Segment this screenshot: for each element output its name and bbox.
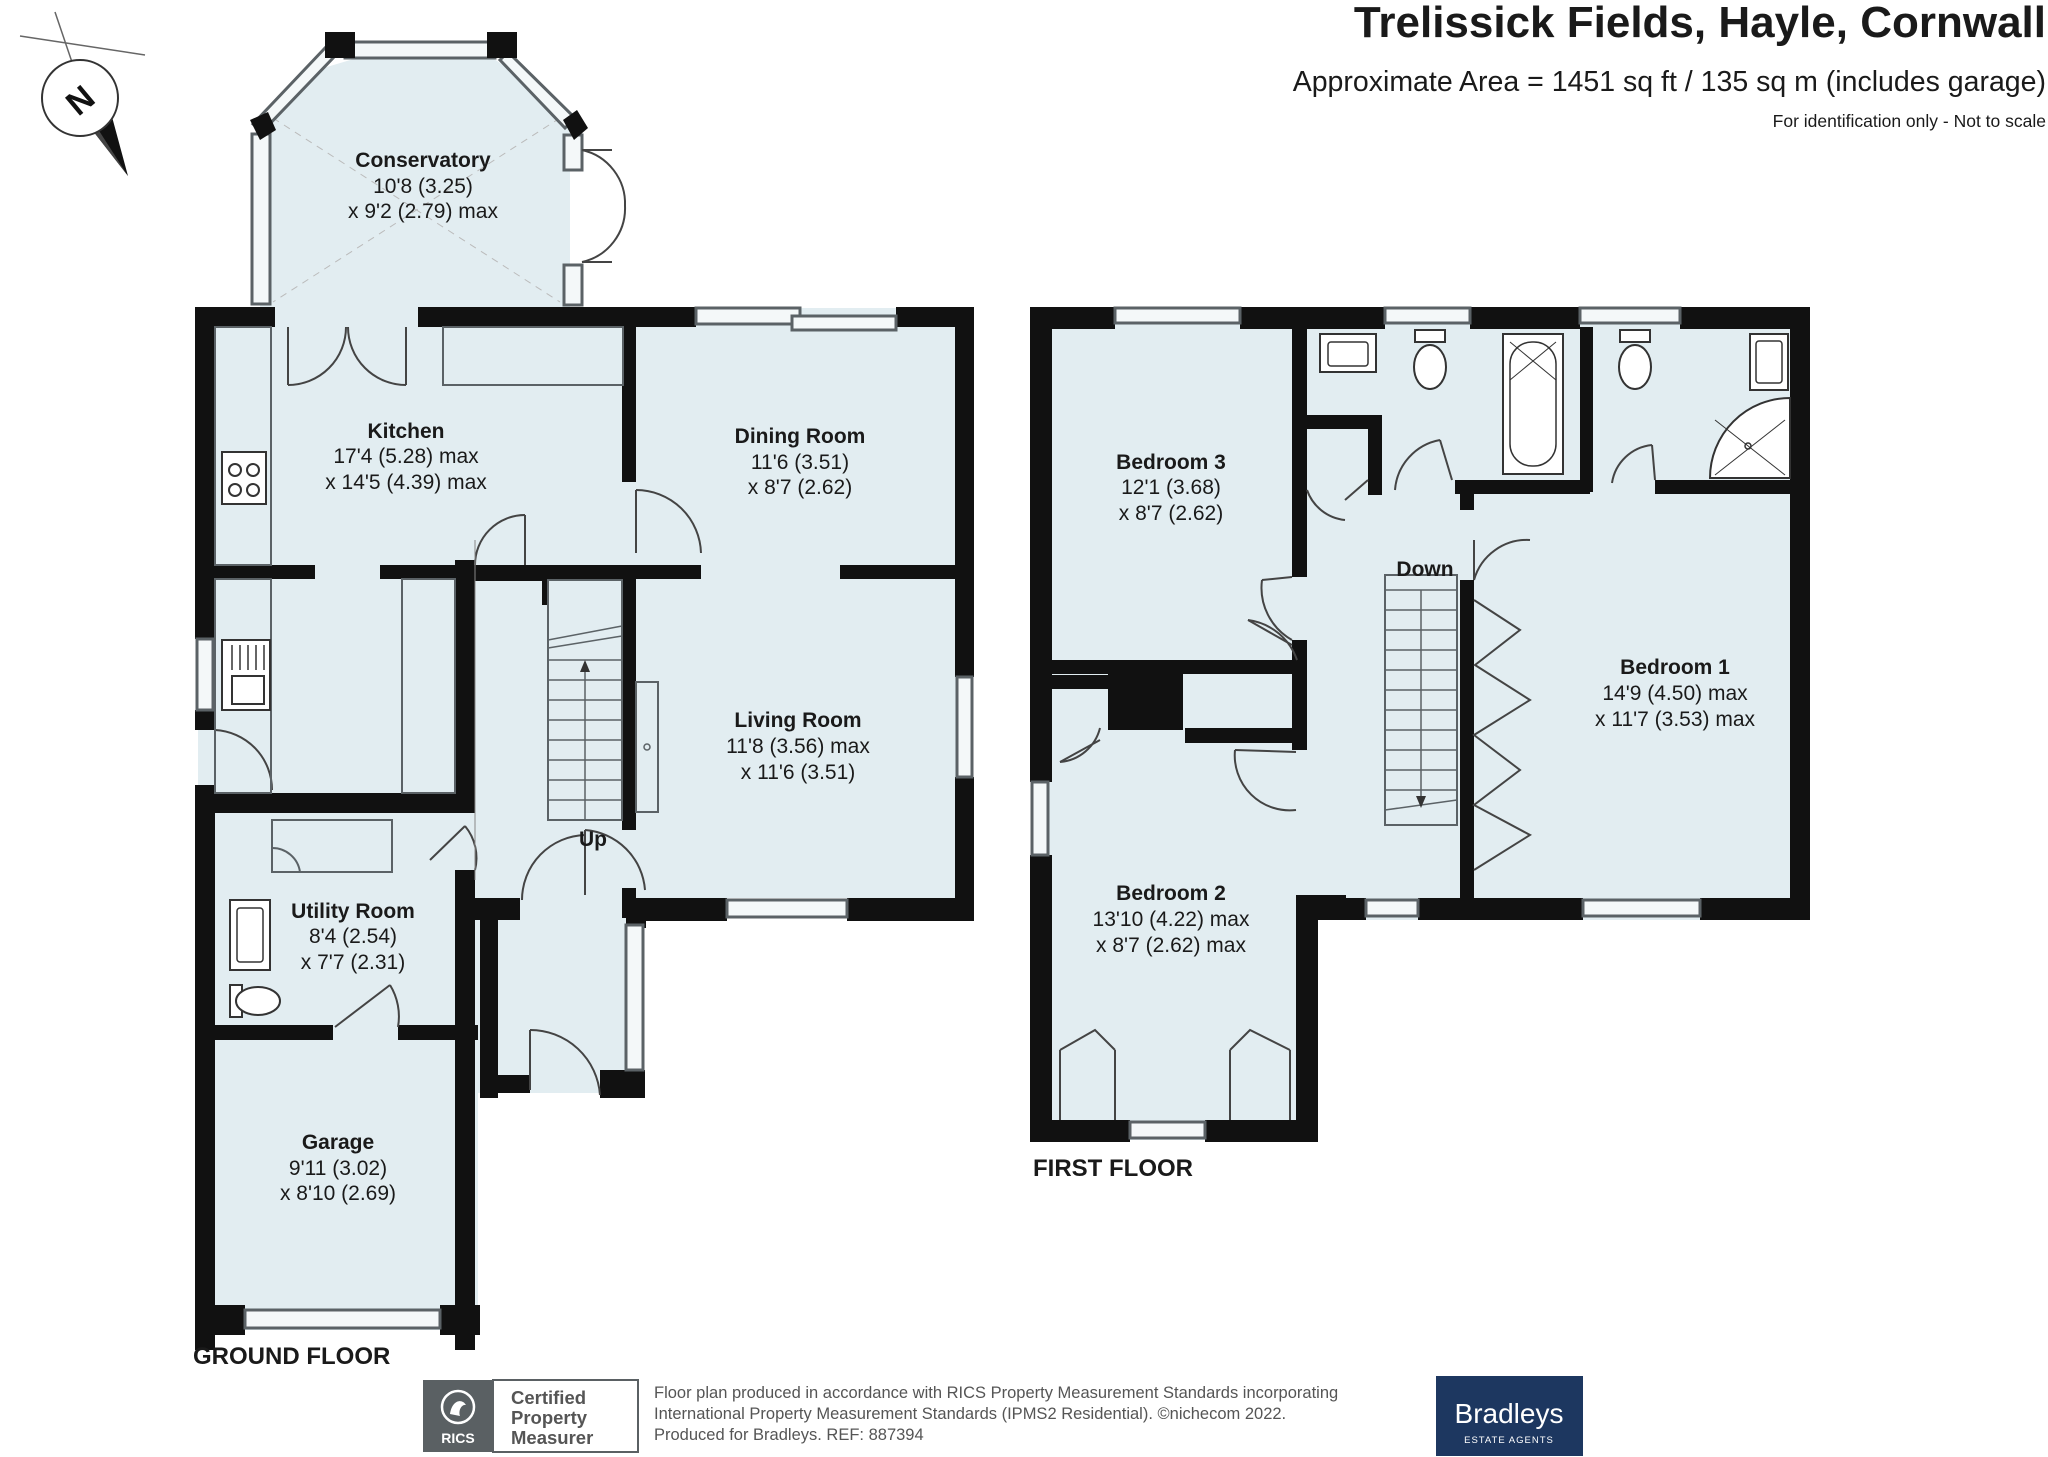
room-label-garage: Garage 9'11 (3.02) x 8'10 (2.69): [280, 1131, 396, 1205]
room-dimension: 10'8 (3.25): [373, 175, 473, 198]
first-floor-windows: [1030, 306, 1702, 1140]
scale-note: For identification only - Not to scale: [1772, 111, 2046, 131]
room-dimension: 17'4 (5.28) max: [333, 445, 479, 468]
conservatory-french-doors: [581, 149, 627, 263]
agent-logo: Bradleys ESTATE AGENTS: [1436, 1376, 1583, 1456]
ensuite-sink-icon: [1749, 333, 1789, 391]
room-name: Living Room: [734, 709, 861, 732]
conservatory-roof-lines: [272, 117, 561, 303]
hob-icon: [221, 451, 267, 505]
certified-line: Measurer: [511, 1427, 593, 1448]
room-name: Kitchen: [367, 420, 444, 443]
room-name: Bedroom 1: [1620, 656, 1730, 679]
room-dimension: x 14'5 (4.39) max: [325, 471, 487, 494]
room-name: Dining Room: [735, 425, 866, 448]
statement-line: International Property Measurement Stand…: [654, 1405, 1286, 1423]
room-dimension: 14'9 (4.50) max: [1602, 682, 1748, 705]
stairs-up-label: Up: [579, 828, 607, 851]
ground-floor-windows: [195, 306, 974, 1330]
room-dimension: 11'6 (3.51): [751, 451, 849, 474]
bathroom-sink-icon: [1319, 333, 1377, 373]
first-floor-plan: [1030, 306, 1810, 1142]
certified-line: Property: [511, 1407, 588, 1428]
first-floor-walls: [1030, 307, 1810, 1142]
room-name: Bedroom 2: [1116, 882, 1226, 905]
footer: RICS Certified Property Measurer Floor p…: [423, 1376, 1583, 1456]
conservatory-glazing: [250, 40, 584, 307]
certified-badge: [492, 1379, 639, 1453]
room-name: Bedroom 3: [1116, 451, 1226, 474]
statement-line: Floor plan produced in accordance with R…: [654, 1384, 1338, 1402]
room-label-bedroom-3: Bedroom 3 12'1 (3.68) x 8'7 (2.62): [1116, 451, 1226, 525]
room-dimension: x 11'7 (3.53) max: [1595, 708, 1756, 731]
conservatory-posts: [250, 32, 588, 140]
ground-floor-stairs: [547, 579, 623, 821]
room-label-living-room: Living Room 11'8 (3.56) max x 11'6 (3.51…: [726, 709, 870, 784]
room-dimension: x 8'7 (2.62) max: [1096, 934, 1246, 957]
room-label-kitchen: Kitchen 17'4 (5.28) max x 14'5 (4.39) ma…: [325, 420, 487, 494]
certified-line: Certified: [511, 1387, 586, 1408]
room-label-dining-room: Dining Room 11'6 (3.51) x 8'7 (2.62): [735, 425, 866, 499]
room-dimension: x 8'10 (2.69): [280, 1182, 396, 1205]
ensuite-toilet-icon: [1618, 329, 1652, 390]
fireplace-icon: [643, 743, 651, 751]
utility-toilet-icon: [229, 984, 281, 1018]
room-dimension: x 8'7 (2.62): [748, 476, 852, 499]
area-summary: Approximate Area = 1451 sq ft / 135 sq m…: [1292, 66, 2046, 98]
room-label-utility-room: Utility Room 8'4 (2.54) x 7'7 (2.31): [291, 900, 415, 974]
room-label-bedroom-1: Bedroom 1 14'9 (4.50) max x 11'7 (3.53) …: [1595, 656, 1756, 731]
ground-floor-doors: [214, 326, 702, 1096]
room-name: Garage: [302, 1131, 374, 1154]
room-dimension: 8'4 (2.54): [309, 925, 397, 948]
room-dimension: 12'1 (3.68): [1121, 476, 1221, 499]
north-arrow-icon: N: [19, 11, 146, 176]
rics-text: RICS: [441, 1430, 474, 1446]
agent-name: Bradleys: [1455, 1398, 1564, 1429]
chimney-breast: [635, 681, 659, 813]
room-dimension: 11'8 (3.56) max: [726, 735, 870, 758]
room-dimension: x 7'7 (2.31): [301, 951, 405, 974]
room-dimension: x 11'6 (3.51): [741, 761, 856, 784]
statement-line: Produced for Bradleys. REF: 887394: [654, 1426, 924, 1444]
ground-floor-labels: Conservatory 10'8 (3.25) x 9'2 (2.79) ma…: [193, 149, 870, 1370]
first-floor-labels: Bedroom 3 12'1 (3.68) x 8'7 (2.62) Bedro…: [1033, 451, 1756, 1182]
ground-floor-label: GROUND FLOOR: [193, 1343, 390, 1370]
bathroom-toilet-icon: [1413, 329, 1447, 390]
room-dimension: 13'10 (4.22) max: [1093, 908, 1250, 931]
room-label-bedroom-2: Bedroom 2 13'10 (4.22) max x 8'7 (2.62) …: [1093, 882, 1250, 957]
room-name: Conservatory: [355, 149, 491, 172]
shower-icon: [1708, 396, 1791, 479]
first-floor-doors: [1059, 439, 1656, 1120]
room-name: Utility Room: [291, 900, 415, 923]
ground-floor-walls: [195, 307, 974, 1350]
rics-lion-logo: [440, 1389, 476, 1425]
room-dimension: x 8'7 (2.62): [1119, 502, 1223, 525]
room-dimension: 9'11 (3.02): [289, 1157, 387, 1180]
first-floor-stairs: [1384, 574, 1458, 826]
ground-floor-plan: [195, 32, 974, 1350]
plan-title: Trelissick Fields, Hayle, Cornwall: [1353, 0, 2046, 47]
utility-fixtures: [271, 819, 393, 873]
kitchen-sink-icon: [221, 639, 271, 711]
bath-icon: [1502, 333, 1564, 475]
stairs-down-label: Down: [1396, 558, 1453, 581]
rics-badge: RICS: [423, 1380, 493, 1452]
first-floor-label: FIRST FLOOR: [1033, 1155, 1193, 1182]
kitchen-units: [214, 326, 624, 794]
utility-sink-icon: [229, 899, 271, 971]
agent-tagline: ESTATE AGENTS: [1464, 1435, 1554, 1446]
room-dimension: x 9'2 (2.79) max: [348, 200, 498, 223]
room-label-conservatory: Conservatory 10'8 (3.25) x 9'2 (2.79) ma…: [348, 149, 498, 223]
